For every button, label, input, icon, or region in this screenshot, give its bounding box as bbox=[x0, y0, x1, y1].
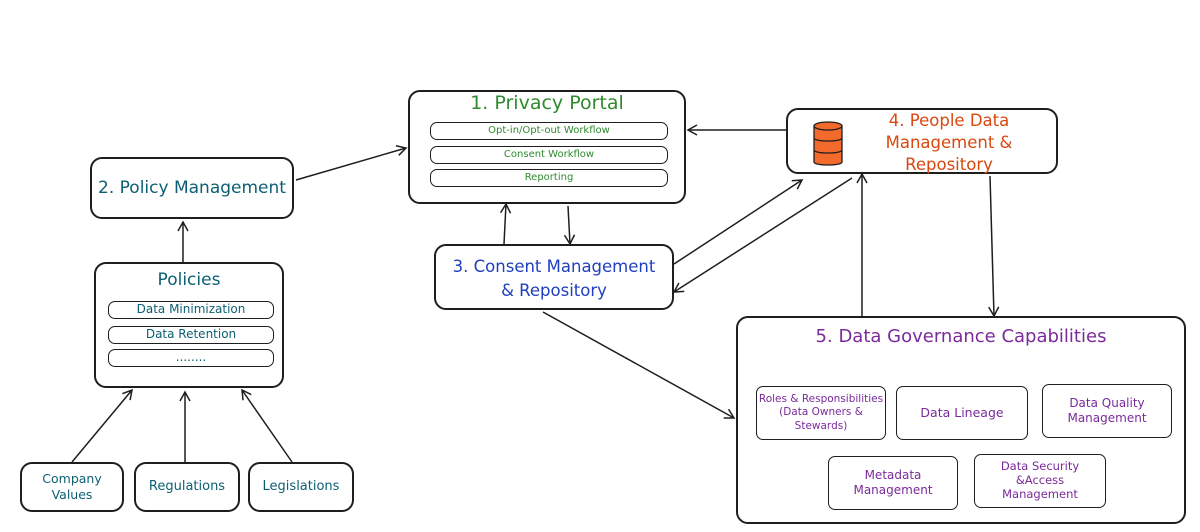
capability-roles: Roles & Responsibilities (Data Owners & … bbox=[756, 386, 886, 440]
legislations-box: Legislations bbox=[248, 462, 354, 512]
portal-item-consent: Consent Workflow bbox=[430, 146, 668, 164]
capability-metadata: Metadata Management bbox=[828, 456, 958, 510]
policy-item-minimization: Data Minimization bbox=[108, 301, 274, 319]
security-line2: &Access bbox=[1015, 473, 1065, 488]
metadata-line2: Management bbox=[853, 483, 933, 497]
data-governance-title: 5. Data Governance Capabilities bbox=[815, 326, 1107, 347]
arrow-consent-to-people bbox=[673, 179, 804, 265]
data-governance-box: 5. Data Governance Capabilities Roles & … bbox=[736, 316, 1186, 524]
consent-title-line2: & Repository bbox=[501, 281, 607, 300]
arrow-company-to-policies bbox=[71, 388, 133, 463]
people-data-box: 4. People Data Management & Repository bbox=[786, 108, 1058, 174]
people-title-line3: Repository bbox=[905, 155, 993, 174]
privacy-portal-title: 1. Privacy Portal bbox=[470, 92, 624, 114]
regulations-label: Regulations bbox=[148, 478, 226, 494]
capability-lineage: Data Lineage bbox=[896, 386, 1028, 440]
roles-line1: Roles & Responsibilities bbox=[758, 393, 884, 406]
policies-title: Policies bbox=[157, 270, 221, 290]
quality-line2: Management bbox=[1067, 411, 1147, 425]
legislations-label: Legislations bbox=[262, 478, 340, 494]
arrow-people-to-governance bbox=[988, 175, 1000, 318]
arrow-consent-to-governance bbox=[542, 311, 736, 419]
company-values-line1: Company bbox=[42, 471, 102, 487]
arrow-portal-to-consent bbox=[563, 205, 576, 246]
security-line3: Management bbox=[1002, 486, 1078, 501]
policy-item-more: ........ bbox=[108, 349, 274, 367]
portal-item-reporting: Reporting bbox=[430, 169, 668, 187]
consent-management-box: 3. Consent Management & Repository bbox=[434, 244, 674, 310]
capability-quality: Data Quality Management bbox=[1042, 384, 1172, 438]
company-values-line2: Values bbox=[51, 487, 93, 502]
portal-item-optin: Opt-in/Opt-out Workflow bbox=[430, 122, 668, 140]
arrow-consent-to-portal bbox=[499, 202, 512, 245]
policy-management-title: 2. Policy Management bbox=[98, 178, 286, 198]
roles-line3: Stewards) bbox=[794, 419, 848, 432]
privacy-portal-box: 1. Privacy Portal Opt-in/Opt-out Workflo… bbox=[408, 90, 686, 204]
people-title-line2: Management & bbox=[885, 133, 1013, 152]
lineage-label: Data Lineage bbox=[920, 405, 1004, 421]
quality-line1: Data Quality bbox=[1069, 396, 1145, 410]
people-title-line1: 4. People Data bbox=[888, 111, 1010, 130]
policies-box: Policies Data Minimization Data Retentio… bbox=[94, 262, 284, 388]
database-icon bbox=[813, 121, 843, 166]
arrow-people-to-consent bbox=[672, 177, 853, 293]
regulations-box: Regulations bbox=[134, 462, 240, 512]
consent-title-line1: 3. Consent Management bbox=[452, 257, 656, 276]
company-values-box: Company Values bbox=[20, 462, 124, 512]
capability-security: Data Security &Access Management bbox=[974, 454, 1106, 508]
policy-item-retention: Data Retention bbox=[108, 326, 274, 344]
security-line1: Data Security bbox=[1000, 459, 1080, 474]
metadata-line1: Metadata bbox=[864, 468, 922, 482]
arrow-policy-to-portal bbox=[295, 144, 408, 181]
arrow-legislations-to-policies bbox=[241, 388, 293, 463]
policy-management-box: 2. Policy Management bbox=[90, 157, 294, 219]
roles-line2: (Data Owners & bbox=[779, 406, 863, 419]
